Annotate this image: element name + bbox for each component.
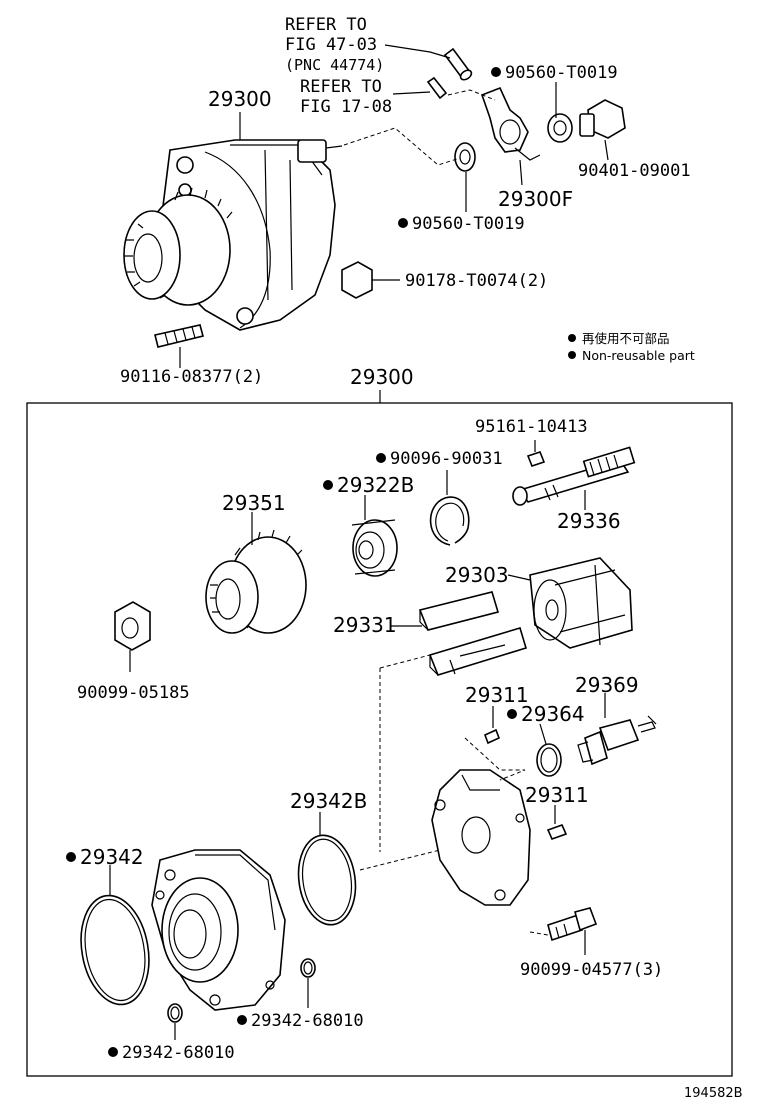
ref-fig-17-line1: REFER TO xyxy=(300,77,382,97)
part-90178: 90178-T0074(2) xyxy=(405,271,548,291)
part-29342-68010-a: 29342-68010 xyxy=(251,1011,364,1031)
ref-fig-47-line2: FIG 47-03 xyxy=(285,35,377,55)
o-ring-small-a xyxy=(300,958,316,978)
bearing xyxy=(351,519,398,577)
legend-marker-en xyxy=(568,351,576,359)
o-ring-29342B xyxy=(297,834,357,926)
part-29322B: 29322B xyxy=(337,473,414,497)
non-reusable-marker xyxy=(323,480,333,490)
part-29342B: 29342B xyxy=(290,789,367,813)
part-90560-b: 90560-T0019 xyxy=(412,214,525,234)
assembly-box xyxy=(26,402,733,1077)
part-29303: 29303 xyxy=(445,563,509,587)
part-29336: 29336 xyxy=(557,509,621,533)
part-29311-a: 29311 xyxy=(465,683,529,707)
cover-bolt xyxy=(547,907,598,942)
part-29369: 29369 xyxy=(575,673,639,697)
ref-fig-47-line3: (PNC 44774) xyxy=(285,56,384,74)
legend-jp: 再使用不可部品 xyxy=(582,331,670,346)
o-ring-small-b xyxy=(167,1003,183,1023)
legend-en: Non-reusable part xyxy=(582,348,695,363)
non-reusable-marker xyxy=(491,67,501,77)
part-29351: 29351 xyxy=(222,491,286,515)
pin xyxy=(546,823,568,841)
ref-fig-47-line1: REFER TO xyxy=(285,15,367,35)
part-90096: 90096-90031 xyxy=(390,449,503,469)
part-90099-b: 90099-04577(3) xyxy=(520,960,663,980)
part-29364: 29364 xyxy=(521,702,585,726)
part-29331: 29331 xyxy=(333,613,397,637)
legend-marker-jp xyxy=(568,334,576,342)
non-reusable-marker xyxy=(507,709,517,719)
part-90116: 90116-08377(2) xyxy=(120,367,263,387)
part-90560-a: 90560-T0019 xyxy=(505,63,618,83)
ref-fig-17-line2: FIG 17-08 xyxy=(300,97,392,117)
part-29311-b: 29311 xyxy=(525,783,589,807)
shaft xyxy=(512,446,636,506)
non-reusable-marker xyxy=(66,852,76,862)
figure-id: 194582B xyxy=(684,1086,743,1101)
drive-gear xyxy=(205,529,307,634)
pin xyxy=(483,728,501,745)
vacuum-pump-assembly xyxy=(123,139,343,331)
non-reusable-marker xyxy=(108,1047,118,1057)
non-reusable-marker xyxy=(237,1015,247,1025)
hose-pieces xyxy=(341,47,626,299)
non-reusable-marker xyxy=(398,218,408,228)
part-29342-68010-b: 29342-68010 xyxy=(122,1043,235,1063)
part-29300F: 29300F xyxy=(498,187,573,211)
end-cover xyxy=(431,769,531,906)
part-29300-box: 29300 xyxy=(350,365,414,389)
non-reusable-marker xyxy=(376,453,386,463)
part-29300-top: 29300 xyxy=(208,87,272,111)
o-ring-29342 xyxy=(80,894,150,1006)
key xyxy=(526,451,546,467)
stud-bolt xyxy=(154,324,204,348)
pump-housing xyxy=(151,849,286,1011)
part-90401: 90401-09001 xyxy=(578,161,691,181)
part-29342: 29342 xyxy=(80,845,144,869)
check-valve xyxy=(577,715,657,766)
rotor xyxy=(529,557,633,649)
part-90099-a: 90099-05185 xyxy=(77,683,190,703)
vanes xyxy=(418,591,527,676)
part-95161: 95161-10413 xyxy=(475,417,588,437)
lock-nut xyxy=(114,601,151,651)
